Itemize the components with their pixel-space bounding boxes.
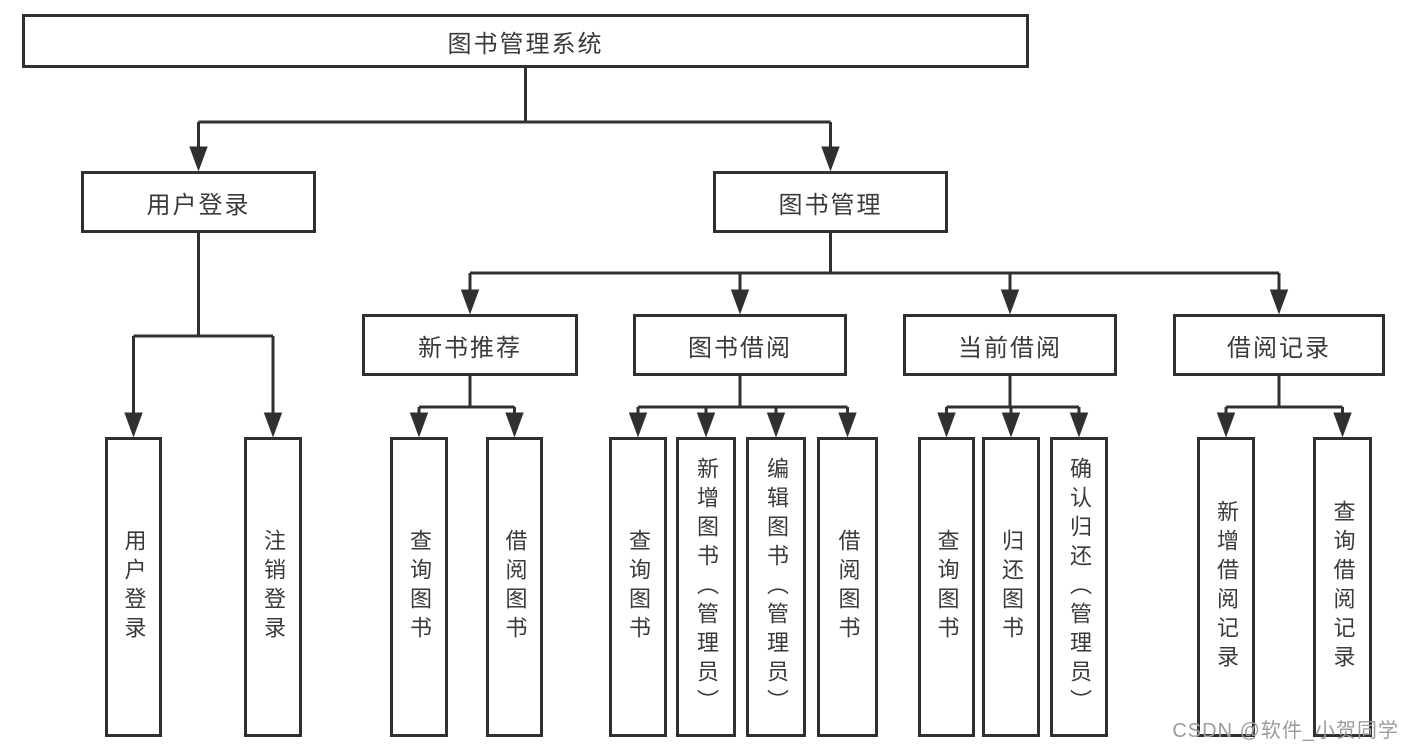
leaf-label: 注销登录 <box>261 529 286 645</box>
arrow-down-icon <box>1001 412 1021 438</box>
arrow-down-icon <box>766 412 786 438</box>
node-new-book-recommend: 新书推荐 <box>362 314 578 376</box>
connector-book-mgmt <box>460 233 1289 315</box>
leaf-add-books-admin: 新增图书（管理员） <box>676 437 736 737</box>
connector-current-borrow <box>937 376 1089 438</box>
connector-new-books <box>409 376 524 438</box>
leaf-label: 查询借阅记录 <box>1330 500 1356 674</box>
leaf-edit-books-admin: 编辑图书（管理员） <box>746 437 806 737</box>
leaf-label: 新增图书（管理员） <box>694 456 719 718</box>
leaf-add-borrow-record: 新增借阅记录 <box>1197 437 1255 737</box>
leaf-query-books-2: 查询图书 <box>609 437 667 737</box>
leaf-user-login: 用户登录 <box>105 437 162 737</box>
arrow-down-icon <box>628 412 648 438</box>
leaf-label: 借阅图书 <box>502 529 528 645</box>
arrow-down-icon <box>937 412 956 438</box>
leaf-borrow-books-2: 借阅图书 <box>817 437 878 737</box>
leaf-return-books: 归还图书 <box>982 437 1040 737</box>
arrow-down-icon <box>1216 412 1236 438</box>
connector-borrow-records <box>1216 376 1352 438</box>
leaf-query-books-1: 查询图书 <box>390 437 448 737</box>
node-current-borrow: 当前借阅 <box>903 314 1117 376</box>
arrow-down-icon <box>460 289 480 315</box>
arrow-down-icon <box>1000 289 1020 315</box>
leaf-label: 归还图书 <box>999 529 1024 645</box>
arrow-down-icon <box>838 412 857 438</box>
node-user-login: 用户登录 <box>81 171 316 233</box>
connector-root <box>189 68 840 172</box>
leaf-label: 新增借阅记录 <box>1214 500 1239 674</box>
csdn-watermark: CSDN @软件_小贺同学 <box>1172 720 1399 742</box>
leaf-label: 查询图书 <box>626 529 651 645</box>
arrow-down-icon <box>124 412 143 438</box>
node-book-management: 图书管理 <box>713 171 948 233</box>
node-book-borrow: 图书借阅 <box>633 314 847 376</box>
arrow-down-icon <box>263 412 283 438</box>
node-root: 图书管理系统 <box>22 14 1029 68</box>
leaf-label: 确认归还（管理员） <box>1067 456 1092 718</box>
leaf-query-borrow-record: 查询借阅记录 <box>1313 437 1372 737</box>
arrow-down-icon <box>189 146 208 172</box>
arrow-down-icon <box>1269 289 1289 315</box>
leaf-confirm-return-admin: 确认归还（管理员） <box>1050 437 1108 737</box>
leaf-label: 编辑图书（管理员） <box>764 456 789 718</box>
arrow-down-icon <box>409 412 429 438</box>
connector-user-login <box>124 233 283 438</box>
leaf-borrow-books-1: 借阅图书 <box>486 437 543 737</box>
leaf-label: 用户登录 <box>121 529 147 645</box>
arrow-down-icon <box>505 412 524 438</box>
leaf-label: 查询图书 <box>934 529 960 645</box>
arrow-down-icon <box>730 289 750 315</box>
arrow-down-icon <box>1333 412 1352 438</box>
arrow-down-icon <box>696 412 716 438</box>
leaf-label: 查询图书 <box>407 529 432 645</box>
leaf-logout: 注销登录 <box>244 437 302 737</box>
node-borrow-records: 借阅记录 <box>1173 314 1385 376</box>
leaf-label: 借阅图书 <box>835 529 861 645</box>
connector-book-borrow <box>628 376 857 438</box>
arrow-down-icon <box>1069 412 1089 438</box>
arrow-down-icon <box>821 146 840 172</box>
leaf-query-books-3: 查询图书 <box>918 437 975 737</box>
